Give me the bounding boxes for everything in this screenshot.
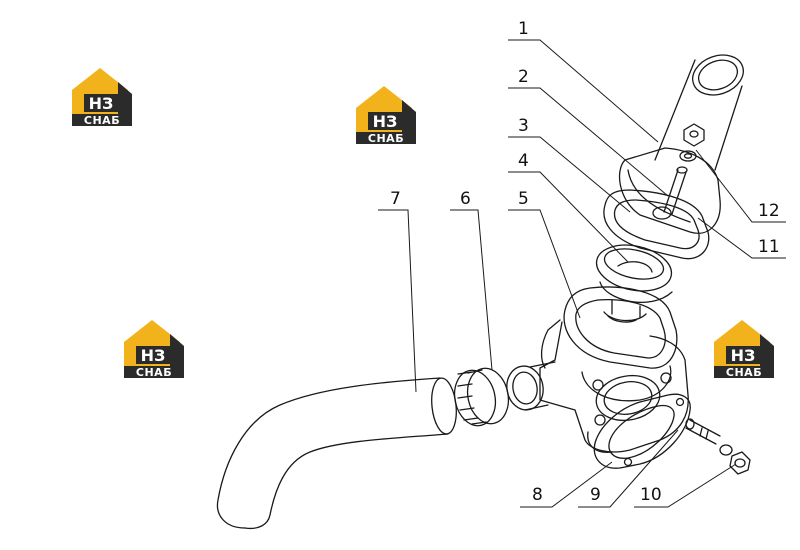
logo-middle-right: НЗ СНАБ: [714, 320, 774, 379]
part-6-hose-clamp: [453, 367, 510, 427]
logo-word: СНАБ: [84, 114, 120, 127]
logo-letters: НЗ: [731, 346, 756, 365]
part-3-housing-gasket: [603, 189, 710, 260]
part-10-stud-nut: [685, 418, 751, 475]
callout-6: 6: [460, 189, 471, 209]
part-12-nut: [683, 123, 705, 147]
callout-12: 12: [758, 201, 780, 221]
part-2-stud: [652, 166, 688, 220]
part-9-flange-gasket: [593, 393, 691, 469]
logo-word: СНАБ: [136, 366, 172, 379]
part-5-base-gasket: [563, 286, 678, 369]
thermostat-body: [539, 319, 689, 453]
callout-1: 1: [518, 19, 529, 39]
callout-2: 2: [518, 67, 529, 87]
callout-5: 5: [518, 189, 529, 209]
callout-3: 3: [518, 116, 529, 136]
logo-letters: НЗ: [89, 94, 114, 113]
callout-9: 9: [590, 485, 601, 505]
callout-labels: 1 2 3 4 5 6 7 8 9 10 11 12: [390, 19, 780, 505]
logo-word: СНАБ: [368, 132, 404, 145]
logo-word: СНАБ: [726, 366, 762, 379]
part-8-flange: [587, 431, 613, 453]
callout-11: 11: [758, 237, 780, 257]
logo-letters: НЗ: [373, 112, 398, 131]
logo-letters: НЗ: [141, 346, 166, 365]
part-7-radiator-hose: [216, 377, 457, 530]
callout-4: 4: [518, 151, 529, 171]
logo-top-center: НЗ СНАБ: [356, 86, 416, 145]
part-11-washer: [679, 150, 697, 162]
part-4-thermostat: [595, 244, 673, 323]
callout-leaders: [378, 39, 786, 508]
inlet-pipe-stub: [506, 361, 556, 411]
callout-7: 7: [390, 189, 401, 209]
callout-10: 10: [640, 485, 662, 505]
logo-middle-left: НЗ СНАБ: [124, 320, 184, 379]
logo-top-left: НЗ СНАБ: [72, 68, 132, 127]
callout-8: 8: [532, 485, 543, 505]
